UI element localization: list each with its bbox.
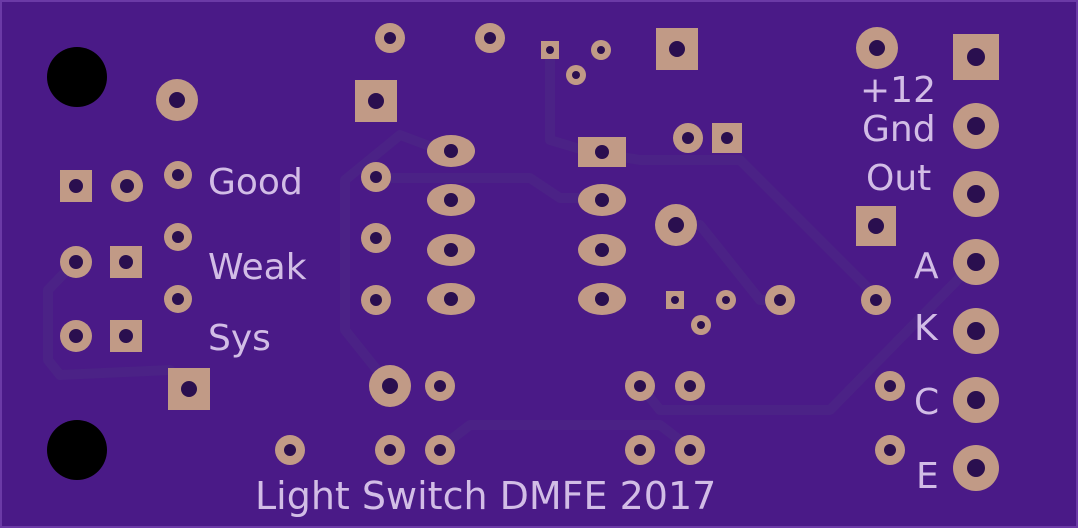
board-title: Light Switch DMFE 2017: [255, 474, 716, 518]
label-good: Good: [208, 162, 303, 203]
label-12v: +12: [860, 70, 936, 111]
label-a: A: [914, 246, 939, 287]
label-gnd: Gnd: [862, 109, 936, 150]
label-e: E: [916, 456, 939, 497]
mounting-hole-top: [47, 47, 107, 107]
center-pads: [275, 23, 905, 465]
mounting-hole-bottom: [47, 420, 107, 480]
label-sys: Sys: [208, 318, 271, 359]
header-connector: [953, 34, 999, 491]
led-pads: [60, 79, 210, 410]
label-weak: Weak: [208, 247, 307, 288]
label-c: C: [914, 382, 939, 423]
label-out: Out: [866, 158, 931, 199]
label-k: K: [914, 308, 939, 349]
